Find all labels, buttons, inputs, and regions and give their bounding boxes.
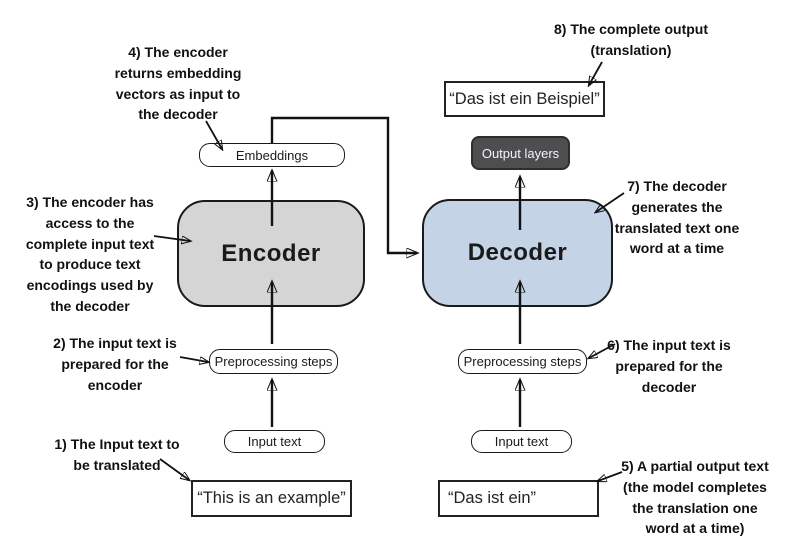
annotation-line: returns embedding (114, 64, 242, 81)
annotation-line: the decoder (138, 106, 218, 123)
annotation-line: (translation) (590, 41, 672, 58)
annotation-line: 6) The input text is (607, 337, 731, 353)
annotation-line: decoder (641, 378, 697, 395)
encoder-node: Encoder (177, 200, 365, 307)
annotation-step-1: 1) The Input text to be translated (17, 434, 217, 476)
annotation-line: 4) The encoder (128, 44, 228, 60)
annotation-line: the decoder (50, 297, 130, 314)
input-text-left-node: Input text (224, 430, 325, 453)
annotation-line: access to the (45, 214, 135, 231)
annotation-line: vectors as input to (115, 85, 241, 102)
annotation-line: prepared for the (61, 355, 169, 372)
preprocessing-steps-left-node: Preprocessing steps (209, 349, 338, 374)
annotation-line: encodings used by (26, 277, 154, 294)
annotation-line: 5) A partial output text (621, 458, 769, 474)
preprocessing-steps-right-node: Preprocessing steps (458, 349, 587, 374)
source-sentence-box: “This is an example” (191, 480, 352, 517)
annotation-line: prepared for the (615, 357, 723, 374)
annotation-step-6: 6) The input text is prepared for the de… (569, 335, 769, 397)
annotation-line: to produce text (39, 256, 141, 273)
annotation-line: encoder (87, 376, 143, 393)
annotation-line: 8) The complete output (554, 21, 708, 37)
annotation-step-5: 5) A partial output text (the model comp… (595, 456, 795, 539)
annotation-line: be translated (73, 456, 161, 473)
annotation-step-3: 3) The encoder has access to the complet… (0, 192, 190, 317)
embeddings-node: Embeddings (199, 143, 345, 167)
annotation-line: 3) The encoder has (26, 194, 154, 210)
complete-output-box: “Das ist ein Beispiel” (444, 81, 605, 117)
annotation-step-7: 7) The decoder generates the translated … (577, 176, 777, 259)
annotation-step-4: 4) The encoder returns embedding vectors… (78, 42, 278, 125)
annotation-line: (the model completes (623, 478, 767, 495)
annotation-line: 2) The input text is (53, 335, 177, 351)
annotation-line: 7) The decoder (627, 178, 727, 194)
partial-output-box: “Das ist ein” (438, 480, 599, 517)
annotation-line: the translation one (632, 499, 758, 516)
annotation-step-2: 2) The input text is prepared for the en… (15, 333, 215, 395)
output-layers-node: Output layers (471, 136, 570, 170)
annotation-line: translated text one (614, 219, 740, 236)
annotation-line: generates the (631, 198, 723, 215)
annotation-step-8: 8) The complete output (translation) (531, 19, 731, 61)
annotation-line: 1) The Input text to (54, 436, 180, 452)
annotation-line: word at a time (629, 240, 725, 257)
annotation-line: complete input text (25, 235, 155, 252)
input-text-right-node: Input text (471, 430, 572, 453)
annotation-line: word at a time) (645, 520, 745, 537)
